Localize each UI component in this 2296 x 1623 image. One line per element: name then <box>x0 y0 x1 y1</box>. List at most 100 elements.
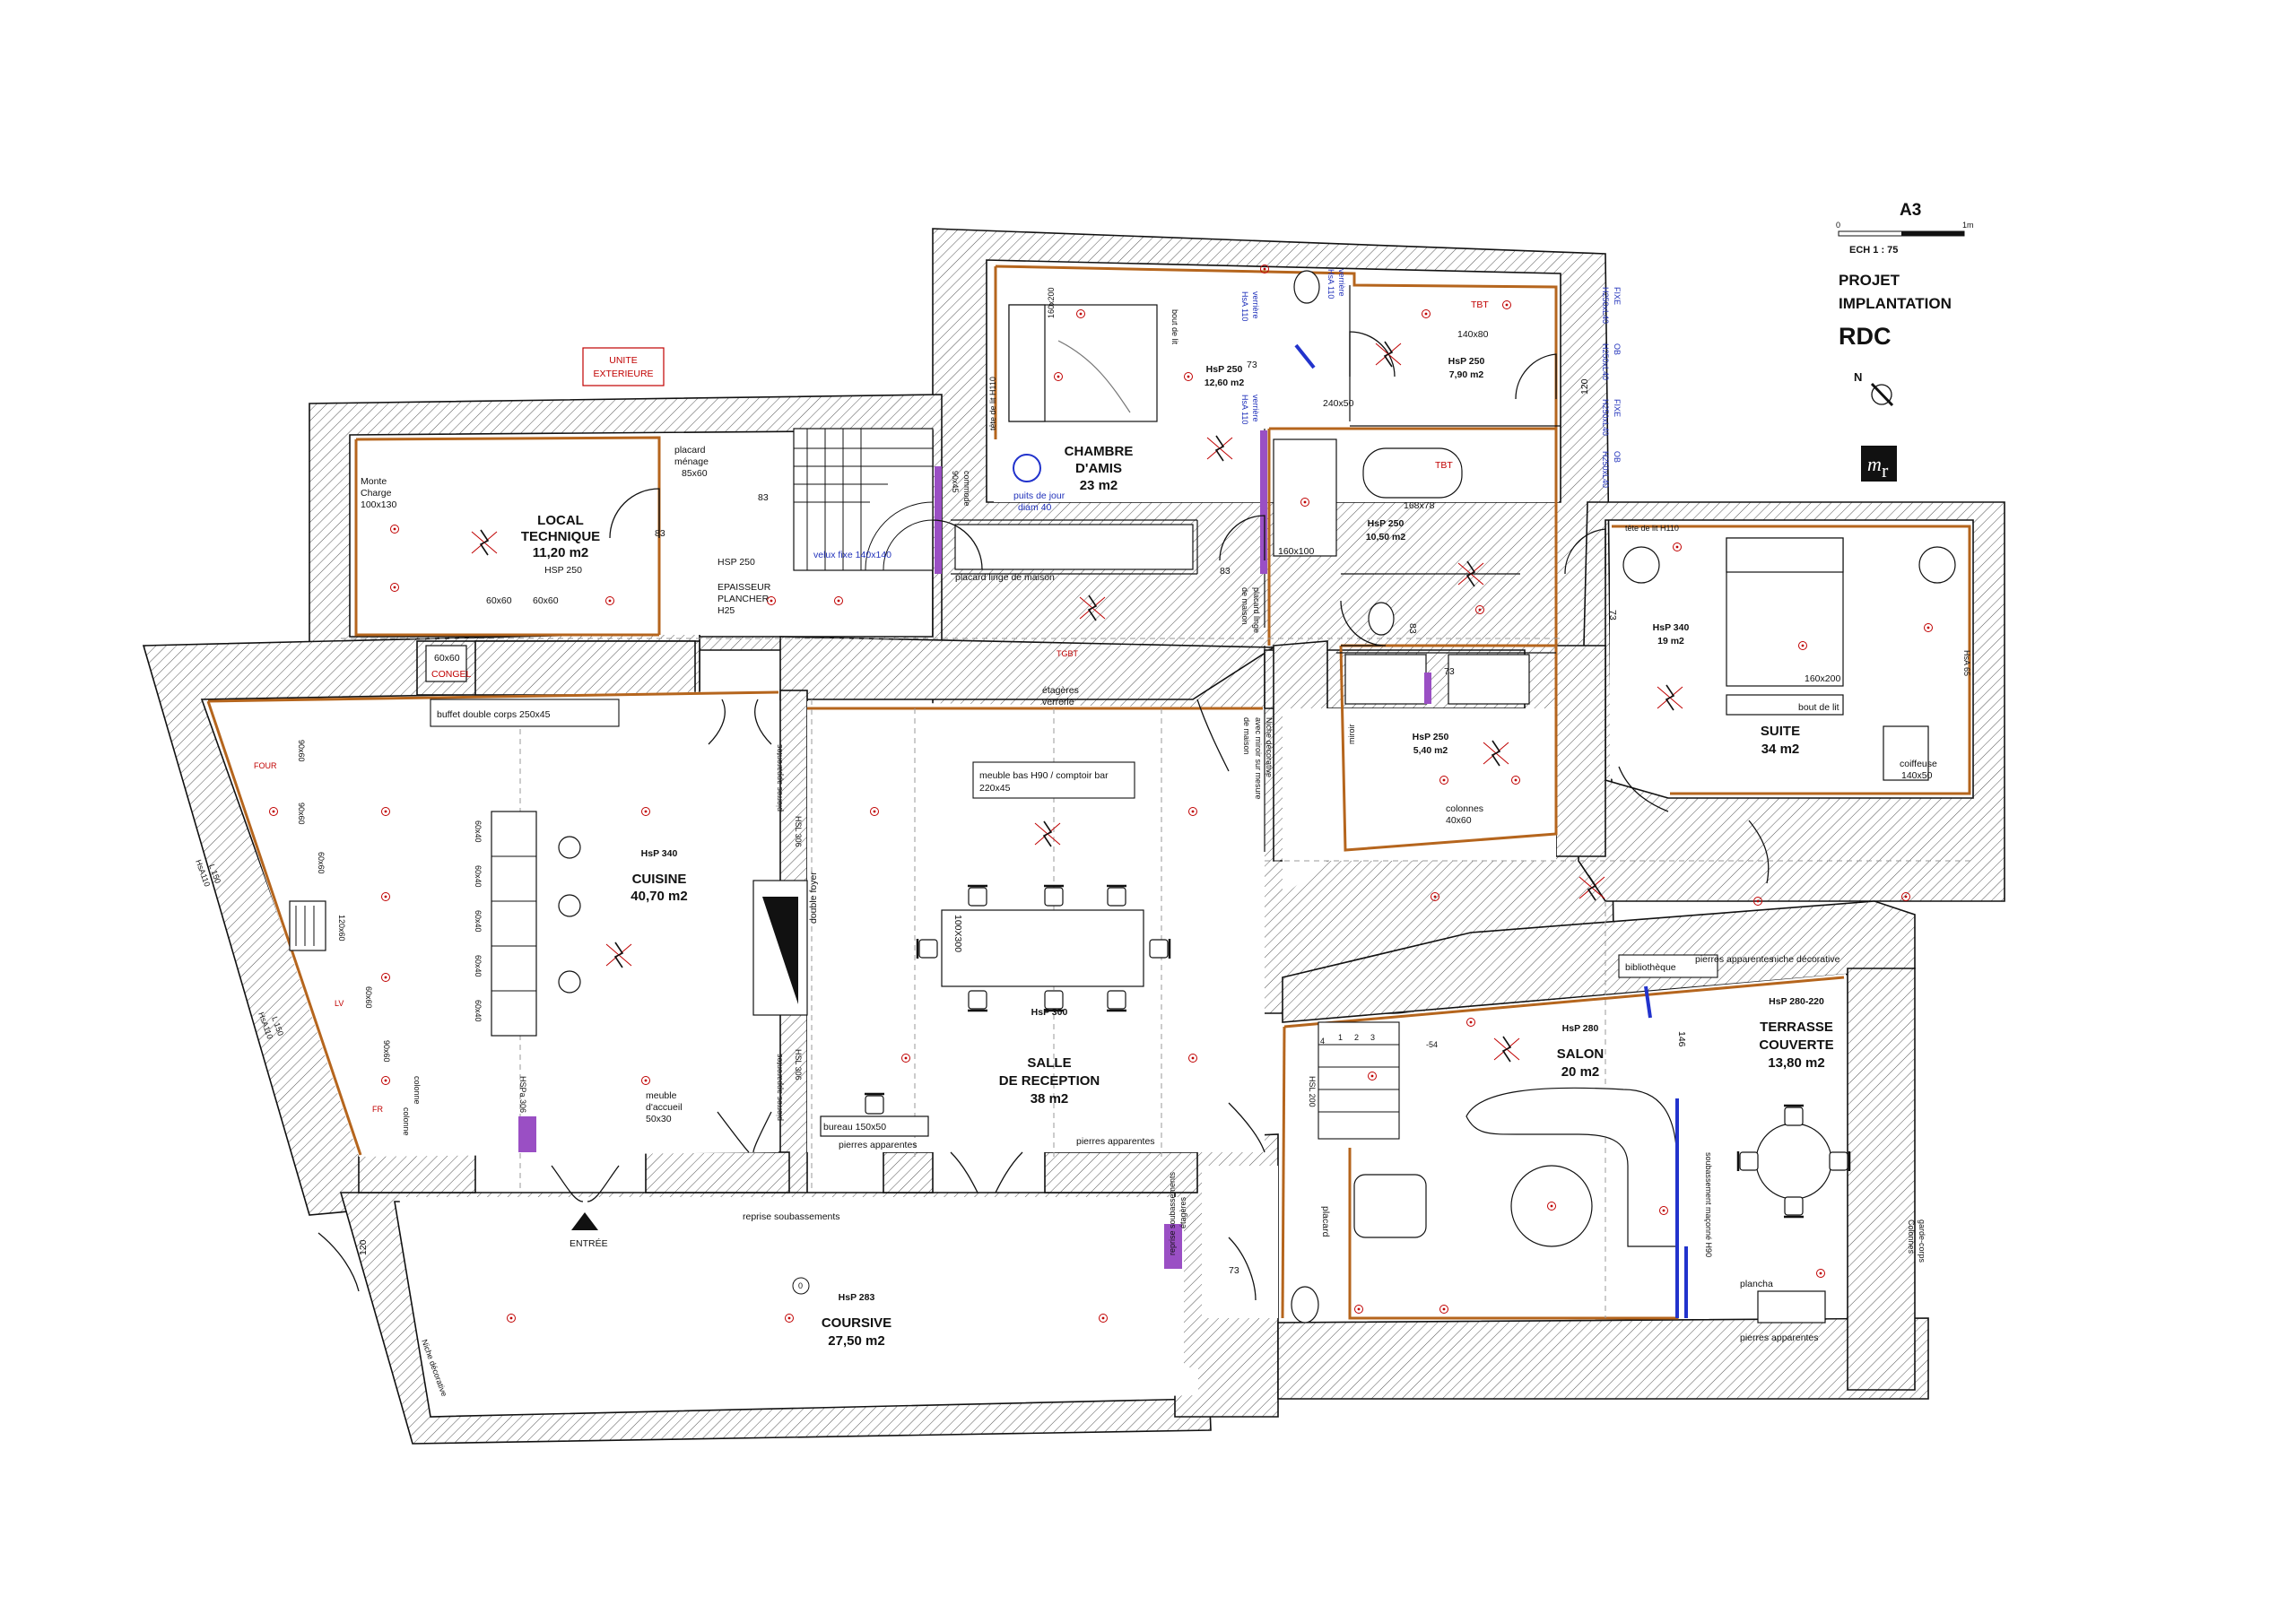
sdb-hsp: HsP 250 <box>1368 518 1405 529</box>
double-foyer-label: double foyer <box>808 872 819 924</box>
scale-zero: 0 <box>1836 221 1840 230</box>
fr-label: FR <box>372 1105 383 1114</box>
step-2: 2 <box>1354 1033 1359 1042</box>
terrasse-area: 13,80 m2 <box>1768 1055 1824 1071</box>
monte-label-2: Charge <box>361 488 392 499</box>
salon-hsp: HsP 280 <box>1562 1023 1599 1034</box>
epaisseur-1: EPAISSEUR <box>718 582 771 593</box>
dim-83-2: 83 <box>758 492 769 503</box>
lv-label: LV <box>335 999 344 1008</box>
puits-label-1: puits de jour <box>1013 490 1065 501</box>
salle-name-2: DE RECEPTION <box>999 1073 1100 1089</box>
dim-83-3: 83 <box>1220 566 1231 577</box>
level-label: RDC <box>1839 323 1892 350</box>
dim-73-3: 73 <box>1607 610 1618 621</box>
colonne-label-2: colonne <box>402 1107 411 1136</box>
h250-label-2: H250xL40 <box>1601 343 1610 380</box>
salle-area: 38 m2 <box>1031 1091 1069 1107</box>
step-1: 1 <box>1338 1033 1343 1042</box>
puits-label-2: diam 40 <box>1018 502 1052 513</box>
staircase <box>793 428 934 571</box>
level-marker: -54 <box>1426 1040 1438 1049</box>
north-label: N <box>1854 370 1862 384</box>
hsa-label-1: HsA 110 <box>1240 291 1249 321</box>
tbt-label-1: TBT <box>1471 299 1489 310</box>
box-60x40-2: 60x40 <box>474 865 483 888</box>
placard-linge-3: de maison <box>1240 587 1249 625</box>
niche-miroir-2: avec miroir sur mesure <box>1254 717 1263 800</box>
project-line-2: IMPLANTATION <box>1839 295 1952 312</box>
velux-label: velux fixe 140x140 <box>813 550 891 560</box>
hspa306-label: HSPa 306 <box>518 1076 527 1113</box>
gardecorps-2: Colonnes <box>1907 1219 1916 1254</box>
salon-area: 20 m2 <box>1561 1064 1600 1080</box>
bout-lit-suite: bout de lit <box>1798 702 1839 713</box>
miroir-label: miroir <box>1347 725 1356 745</box>
box-90x60-3: 90x60 <box>382 1040 391 1063</box>
chambre-name-2: D'AMIS <box>1075 461 1122 476</box>
coursive-area: 27,50 m2 <box>828 1333 884 1349</box>
salon-name: SALON <box>1557 1046 1605 1062</box>
scale-label: ECH 1 : 75 <box>1849 245 1898 256</box>
size-160x100: 160x100 <box>1278 546 1314 557</box>
box-120x60: 120x60 <box>337 915 346 942</box>
verriere-label-2: verrière <box>1337 269 1346 297</box>
meuble-bas-2: 220x45 <box>979 783 1011 794</box>
pierres-vertical-2: pierres apparentes <box>775 1053 784 1121</box>
cuisine-area: 40,70 m2 <box>631 889 687 904</box>
box-60x40-5: 60x40 <box>474 1000 483 1022</box>
tete-lit-suite: tête de lit H110 <box>1625 524 1679 533</box>
pierres-vertical-1: pierres apparentes <box>775 743 784 812</box>
epaisseur-3: H25 <box>718 605 735 616</box>
pierres-label-1: pierres apparentes <box>839 1140 918 1150</box>
chambre-name-1: CHAMBRE <box>1065 444 1134 459</box>
congel-label: CONGEL <box>431 669 472 680</box>
placard-menage-1: placard <box>674 445 706 456</box>
meuble-accueil-2: d'accueil <box>646 1102 683 1113</box>
coiffeuse-2: 140x50 <box>1901 770 1933 781</box>
dim-73-4: 73 <box>1229 1265 1239 1276</box>
commode-label-1: commode <box>962 471 971 507</box>
size-60x60-3: 60x60 <box>533 595 559 606</box>
sdb-area: 10,50 m2 <box>1366 532 1406 542</box>
size-240x50: 240x50 <box>1323 398 1354 409</box>
hsa-label-3: HsA 110 <box>1240 395 1249 424</box>
size-60x60-2: 60x60 <box>486 595 512 606</box>
hsa65-label: HsA 65 <box>1962 650 1971 676</box>
chambre-sub-area: 12,60 m2 <box>1205 378 1245 388</box>
box-90x60-1: 90x60 <box>297 740 306 762</box>
windows <box>1294 343 1688 1318</box>
level-zero-icon <box>792 1277 810 1295</box>
logo-icon: m r <box>1861 446 1897 482</box>
tgbt-label: TGBT <box>1057 649 1079 658</box>
coursive-hsp: HsP 283 <box>839 1292 875 1303</box>
colonne-label-1: colonne <box>413 1076 422 1105</box>
bed-chambre-size: 160x200 <box>1047 287 1056 318</box>
meuble-bas-1: meuble bas H90 / comptoir bar <box>979 770 1109 781</box>
box-60x40-4: 60x40 <box>474 955 483 977</box>
suite-name: SUITE <box>1761 724 1800 739</box>
placard-label: placard <box>1320 1206 1331 1237</box>
cuisine-hsp: HsP 340 <box>641 848 678 859</box>
sheet-label: A3 <box>1900 201 1921 220</box>
step-3: 3 <box>1370 1033 1375 1042</box>
h250-label-3: H250xL40 <box>1601 399 1610 436</box>
tbt-label-2: TBT <box>1435 460 1453 471</box>
suite-hsp: HsP 340 <box>1653 622 1690 633</box>
size-140x80: 140x80 <box>1457 329 1489 340</box>
ob-label-2: OB <box>1613 451 1622 463</box>
coursive-name: COURSIVE <box>822 1315 891 1331</box>
cuisine-name: CUISINE <box>632 872 687 887</box>
skylight-icon <box>1013 454 1041 482</box>
title-block: A3 0 1m ECH 1 : 75 PROJET IMPLANTATION R… <box>1836 201 1974 384</box>
unite-label-2: EXTERIEURE <box>593 369 653 379</box>
soubassement-label: soubassement maçonné H90 <box>1704 1152 1713 1257</box>
meuble-accueil-3: 50x30 <box>646 1114 672 1124</box>
dim-83-1: 83 <box>655 528 665 539</box>
etageres-label: étagères <box>1178 1196 1187 1228</box>
bed-suite-size: 160x200 <box>1805 673 1840 684</box>
dim-120-2: 120 <box>358 1239 369 1255</box>
size-168x78: 168x78 <box>1404 500 1435 511</box>
scale-bar <box>1838 230 1965 237</box>
